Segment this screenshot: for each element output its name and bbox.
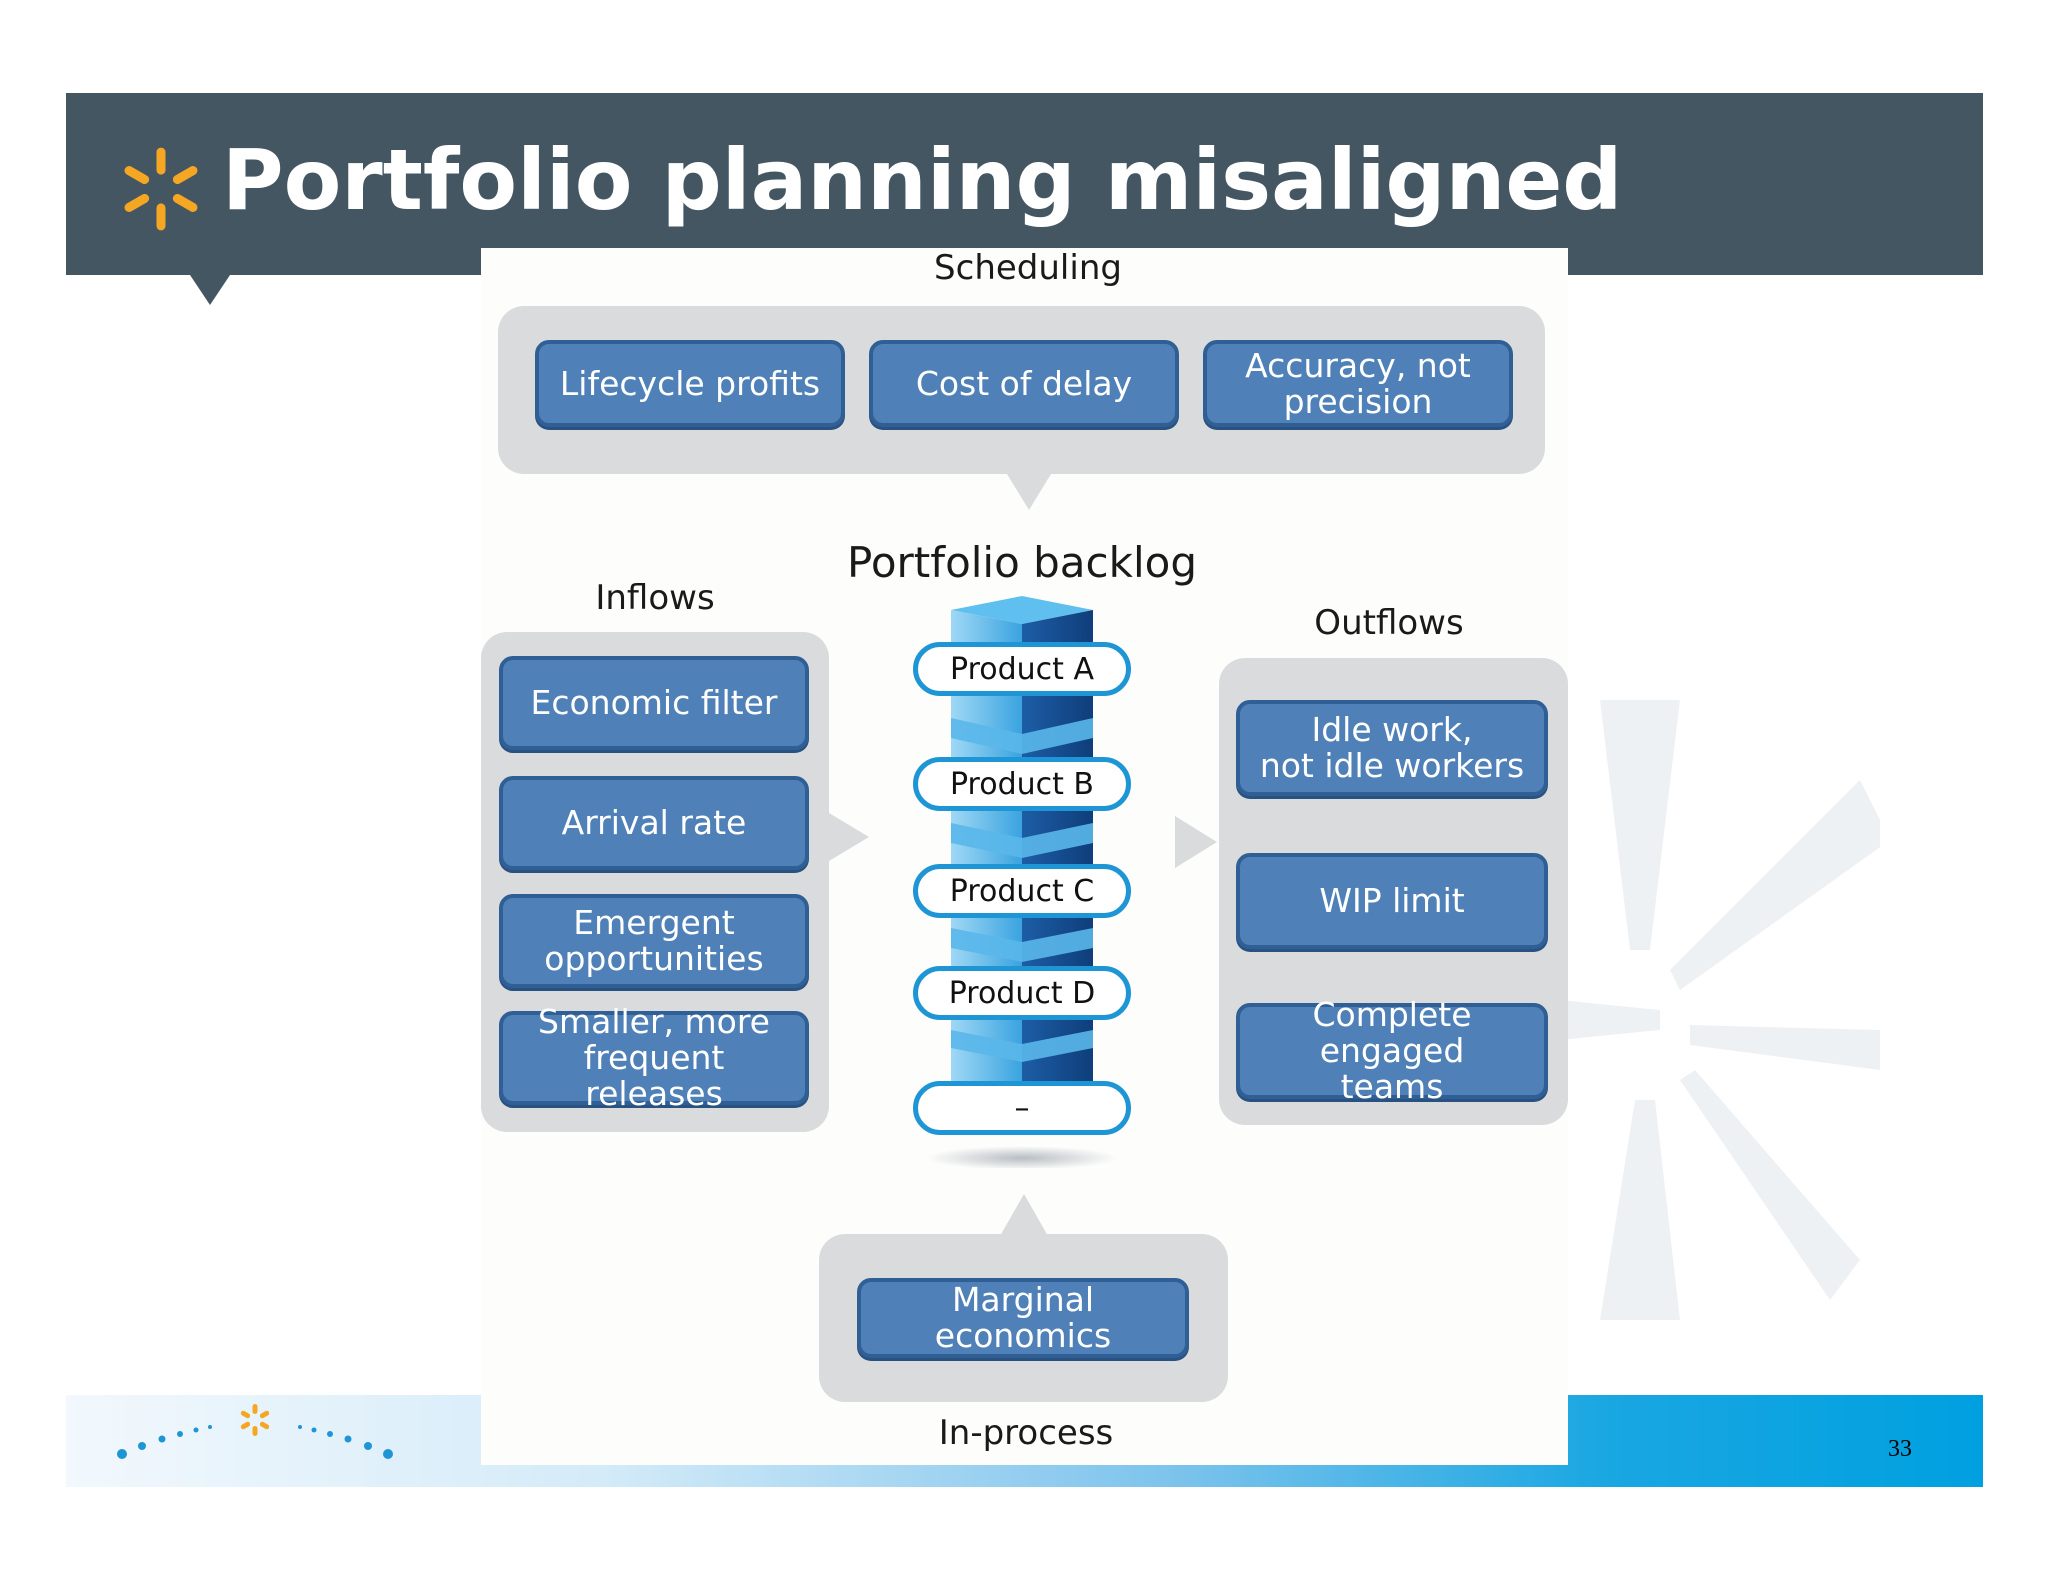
- scheduling-pointer: [1007, 474, 1051, 510]
- backlog-product-empty: –: [913, 1081, 1131, 1135]
- scheduling-item-accuracy: Accuracy, not precision: [1203, 340, 1513, 427]
- inflows-label: Inflows: [595, 578, 715, 618]
- in-process-pointer: [1000, 1194, 1048, 1236]
- scheduling-label: Scheduling: [934, 248, 1122, 288]
- inflows-item-economic-filter: Economic filter: [499, 656, 809, 750]
- scheduling-item-lifecycle-profits: Lifecycle profits: [535, 340, 845, 427]
- header-pointer: [190, 275, 230, 305]
- footer-dotted-arc-logo-icon: [117, 1404, 393, 1459]
- outflows-pointer: [1175, 816, 1217, 868]
- outflows-item-idle-work: Idle work, not idle workers: [1236, 700, 1548, 796]
- portfolio-diagram: Scheduling Lifecycle profits Cost of del…: [481, 248, 1568, 1465]
- outflows-item-wip-limit: WIP limit: [1236, 853, 1548, 949]
- outflows-item-complete-teams: Complete engaged teams: [1236, 997, 1548, 1105]
- in-process-label: In-process: [938, 1413, 1114, 1453]
- inflows-item-arrival-rate: Arrival rate: [499, 776, 809, 870]
- page-number: 33: [1888, 1436, 1912, 1462]
- spark-logo-icon: [124, 147, 198, 231]
- inflows-item-emergent-opportunities: Emergent opportunities: [499, 894, 809, 988]
- outflows-label: Outflows: [1314, 603, 1464, 643]
- backlog-product-c: Product C: [913, 864, 1131, 918]
- scheduling-item-cost-of-delay: Cost of delay: [869, 340, 1179, 427]
- slide-title: Portfolio planning misaligned: [222, 131, 1623, 229]
- watermark-burst-graphic: [1560, 700, 1880, 1320]
- inflows-item-smaller-releases: Smaller, more frequent releases: [499, 1004, 809, 1112]
- in-process-item-marginal-economics: Marginal economics: [857, 1278, 1189, 1358]
- portfolio-backlog-label: Portfolio backlog: [847, 538, 1197, 587]
- backlog-product-a: Product A: [913, 642, 1131, 696]
- header-band: [66, 93, 1983, 275]
- backlog-stack-graphic: [926, 596, 1118, 1168]
- inflows-pointer: [829, 813, 869, 861]
- backlog-product-d: Product D: [913, 966, 1131, 1020]
- backlog-product-b: Product B: [913, 757, 1131, 811]
